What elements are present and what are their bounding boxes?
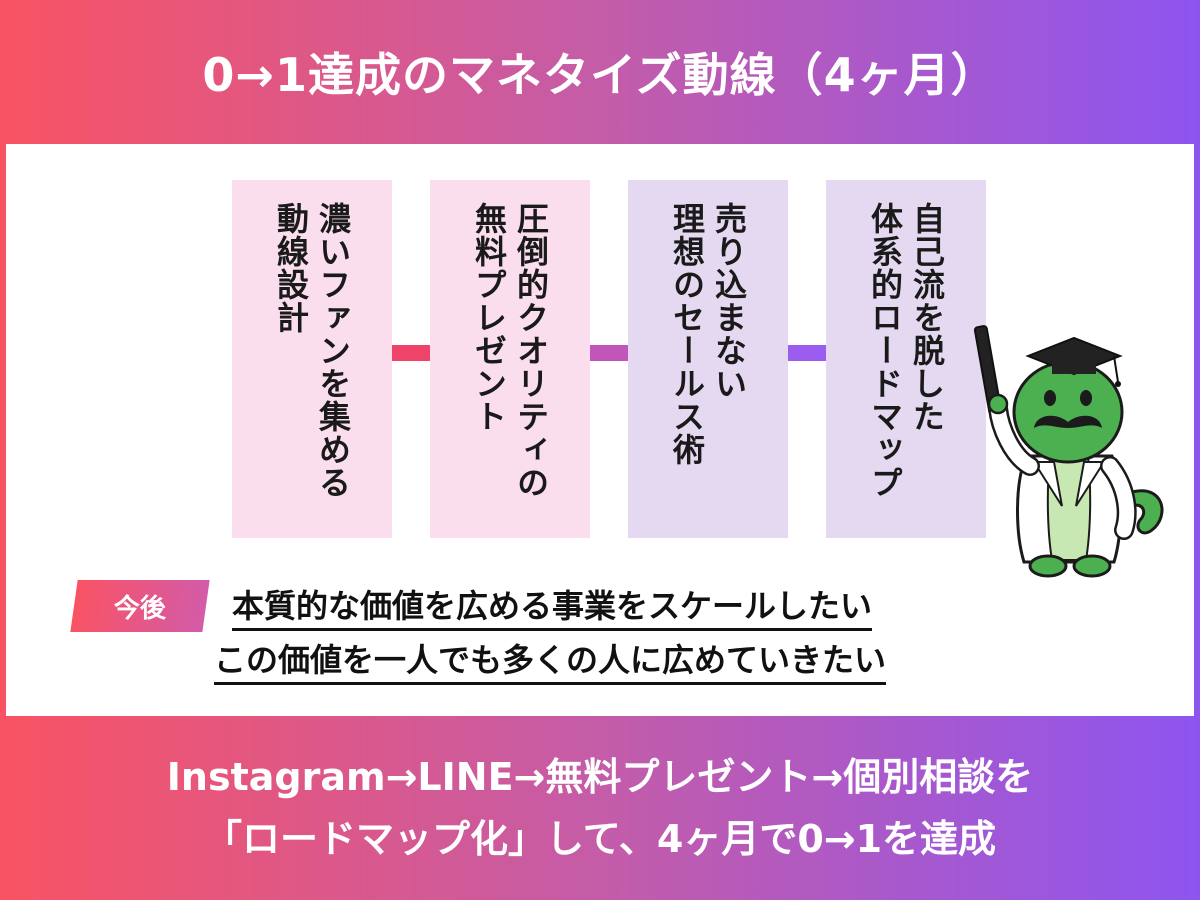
step-1-line-1: 濃いファンを集める xyxy=(314,202,352,499)
step-1-line-2: 動線設計 xyxy=(272,202,310,334)
step-2-line-1: 圧倒的クオリティの xyxy=(512,202,550,499)
step-4-line-1: 自己流を脱した xyxy=(908,202,946,433)
connector-2 xyxy=(590,345,628,361)
step-3-line-2: 理想のセールス術 xyxy=(668,202,706,466)
footer-summary-line-1: Instagram→LINE→無料プレゼント→個別相談を xyxy=(166,755,1034,799)
step-3-line-1: 売り込まない xyxy=(710,202,748,400)
connector-1 xyxy=(392,345,430,361)
step-card-3: 売り込まない 理想のセールス術 xyxy=(628,180,788,538)
future-badge-label: 今後 xyxy=(113,593,166,624)
future-goal-line-2: この価値を一人でも多くの人に広めていきたい xyxy=(214,638,887,685)
mascot-dinosaur-professor-illustration xyxy=(973,325,1164,578)
header-banner: 0→1達成のマネタイズ動線（4ヶ月） xyxy=(0,0,1200,144)
graduation-cap-icon xyxy=(1025,336,1123,387)
page-title: 0→1達成のマネタイズ動線（4ヶ月） xyxy=(202,48,998,102)
step-card-2: 圧倒的クオリティの 無料プレゼント xyxy=(430,180,590,538)
step-4-line-2: 体系的ロードマップ xyxy=(866,202,904,499)
content-panel: 濃いファンを集める 動線設計 圧倒的クオリティの 無料プレゼント 売り込まない … xyxy=(6,144,1194,716)
future-goal-line-1: 本質的な価値を広める事業をスケールしたい xyxy=(232,584,873,631)
step-2-line-2: 無料プレゼント xyxy=(470,202,508,433)
footer-banner: Instagram→LINE→無料プレゼント→個別相談を 「ロードマップ化」して… xyxy=(0,716,1200,900)
future-badge: 今後 xyxy=(70,580,210,632)
connector-3 xyxy=(788,345,826,361)
step-card-1: 濃いファンを集める 動線設計 xyxy=(232,180,392,538)
footer-summary-line-2: 「ロードマップ化」して、4ヶ月で0→1を達成 xyxy=(203,817,997,861)
step-card-4: 自己流を脱した 体系的ロードマップ xyxy=(826,180,986,538)
